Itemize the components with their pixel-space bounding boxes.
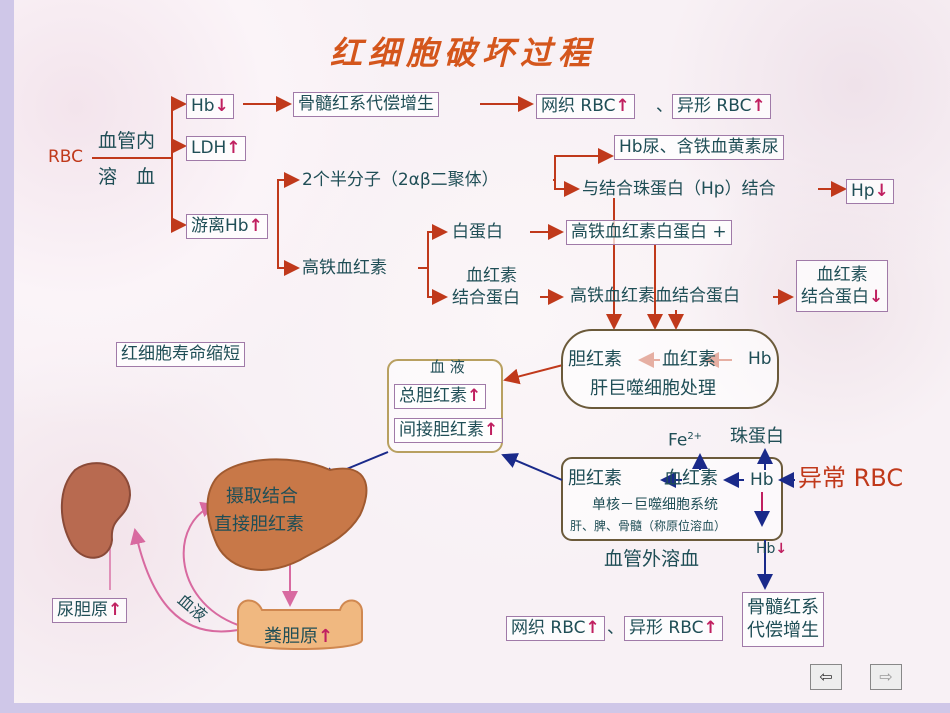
hemopexin-label-2: 结合蛋白	[452, 288, 520, 308]
bottom-frame	[0, 703, 950, 713]
rbc-label: RBC	[48, 147, 84, 167]
methemoglobin-label: 高铁血红素	[302, 258, 387, 278]
hemopexin-down-text-2: 结合蛋白	[801, 287, 869, 308]
reticulocyte-box-2: 网织 RBC↑	[506, 616, 605, 641]
marrow-compensation-box-2: 骨髓红系代偿增生	[742, 592, 824, 647]
abnormal-rbc2-text: 异形 RBC	[629, 618, 704, 638]
stercobilinogen-label: 粪胆原↑	[264, 628, 333, 646]
heme-label-2: 血红素	[664, 468, 718, 489]
separator-2: 、	[607, 618, 624, 638]
rbc-lifespan-box: 红细胞寿命缩短	[116, 342, 245, 367]
hemopexin-label-1: 血红素	[466, 266, 517, 286]
hb-label-2: Hb	[750, 470, 774, 490]
arrow-up-icon: ↑	[484, 420, 499, 440]
bilirubin-label-2: 胆红素	[568, 468, 622, 489]
methemalbumin-box: 高铁血红素白蛋白 +	[566, 220, 732, 245]
page-title: 红细胞破坏过程	[330, 34, 597, 72]
hp-text: Hp	[851, 181, 875, 201]
arrow-down-icon: ↓	[214, 96, 229, 116]
hb-text: Hb	[191, 96, 215, 116]
arrow-down-icon: ↓	[775, 541, 788, 557]
bilirubin-label: 胆红素	[568, 349, 622, 370]
iron-charge: 2+	[687, 431, 703, 442]
extravascular-label: 血管外溶血	[604, 548, 700, 570]
heme-label: 血红素	[662, 349, 716, 370]
hemopexin-down-text-1: 血红素	[816, 265, 868, 285]
iron-label: Fe2+	[668, 432, 702, 450]
hemopexin-down-box: 血红素结合蛋白↓	[796, 260, 889, 313]
reticulocyte-box: 网织 RBC↑	[536, 94, 635, 119]
ldh-text: LDH	[191, 138, 227, 158]
albumin-label: 白蛋白	[452, 222, 503, 242]
marrow-comp2-text-1: 骨髓红系	[747, 597, 819, 618]
abnormal-rbc-box: 异形 RBC↑	[672, 94, 771, 119]
next-slide-button[interactable]: ⇨	[870, 664, 902, 690]
intravascular-label: 血管内	[98, 130, 156, 152]
macrophage-label: 肝巨噬细胞处理	[590, 378, 716, 399]
arrow-up-icon: ↑	[226, 138, 241, 158]
left-frame	[0, 0, 14, 713]
hb-label: Hb	[748, 349, 772, 369]
arrow-up-icon: ↑	[585, 618, 600, 638]
indirect-bilirubin-box: 间接胆红素↑	[394, 418, 504, 443]
abnormal-rbc-big-label: 异常 RBC	[798, 464, 904, 492]
reticulocyte-text: 网织 RBC	[541, 96, 616, 116]
separator: 、	[656, 96, 673, 116]
hb-down-label: Hb↓	[756, 542, 787, 556]
stercobilinogen-text: 粪胆原	[264, 626, 318, 647]
hp-box: Hp↓	[846, 179, 894, 204]
free-hb-box: 游离Hb↑	[186, 214, 268, 239]
iron-text: Fe	[668, 430, 688, 451]
arrow-up-icon: ↑	[108, 600, 123, 620]
abnormal-rbc-text: 异形 RBC	[677, 96, 752, 116]
arrow-up-icon: ↑	[467, 386, 482, 406]
arrow-up-icon: ↑	[703, 618, 718, 638]
reticulocyte2-text: 网织 RBC	[511, 618, 586, 638]
prev-slide-button[interactable]: ⇦	[810, 664, 842, 690]
hemolysis-label: 溶 血	[98, 166, 156, 188]
blood-label: 血 液	[430, 358, 465, 376]
hb-urine-box: Hb尿、含铁血黄素尿	[614, 135, 784, 160]
methemopexin-label: 高铁血红素血结合蛋白	[570, 286, 740, 306]
arrow-up-icon: ↑	[318, 626, 334, 647]
arrow-up-icon: ↑	[248, 216, 263, 236]
mps-sites-label: 肝、脾、骨髓（称原位溶血）	[570, 519, 727, 533]
half-molecule-label: 2个半分子（2αβ二聚体）	[302, 170, 499, 190]
marrow-comp2-text-2: 代偿增生	[747, 620, 819, 642]
marrow-compensation-box: 骨髓红系代偿增生	[293, 92, 439, 117]
indirect-bilirubin-text: 间接胆红素	[399, 420, 484, 440]
arrow-up-icon: ↑	[615, 96, 630, 116]
free-hb-text: 游离Hb	[191, 216, 249, 236]
hb-down-text: Hb	[756, 541, 776, 557]
uptake-label-2: 直接胆红素	[214, 514, 304, 535]
arrow-up-icon: ↑	[751, 96, 766, 116]
arrow-down-icon: ↓	[869, 287, 884, 308]
urobilinogen-text: 尿胆原	[57, 600, 108, 620]
total-bilirubin-text: 总胆红素	[399, 386, 467, 406]
arrow-down-icon: ↓	[874, 181, 889, 201]
abnormal-rbc-box-2: 异形 RBC↑	[624, 616, 723, 641]
mps-label: 单核－巨噬细胞系统	[592, 497, 718, 513]
hb-box: Hb↓	[186, 94, 234, 119]
ldh-box: LDH↑	[186, 136, 246, 161]
total-bilirubin-box: 总胆红素↑	[394, 384, 487, 409]
hp-binding-label: 与结合珠蛋白（Hp）结合	[582, 179, 776, 199]
uptake-label-1: 摄取结合	[226, 486, 298, 507]
globin-label: 珠蛋白	[730, 426, 784, 447]
urobilinogen-box: 尿胆原↑	[52, 598, 128, 623]
